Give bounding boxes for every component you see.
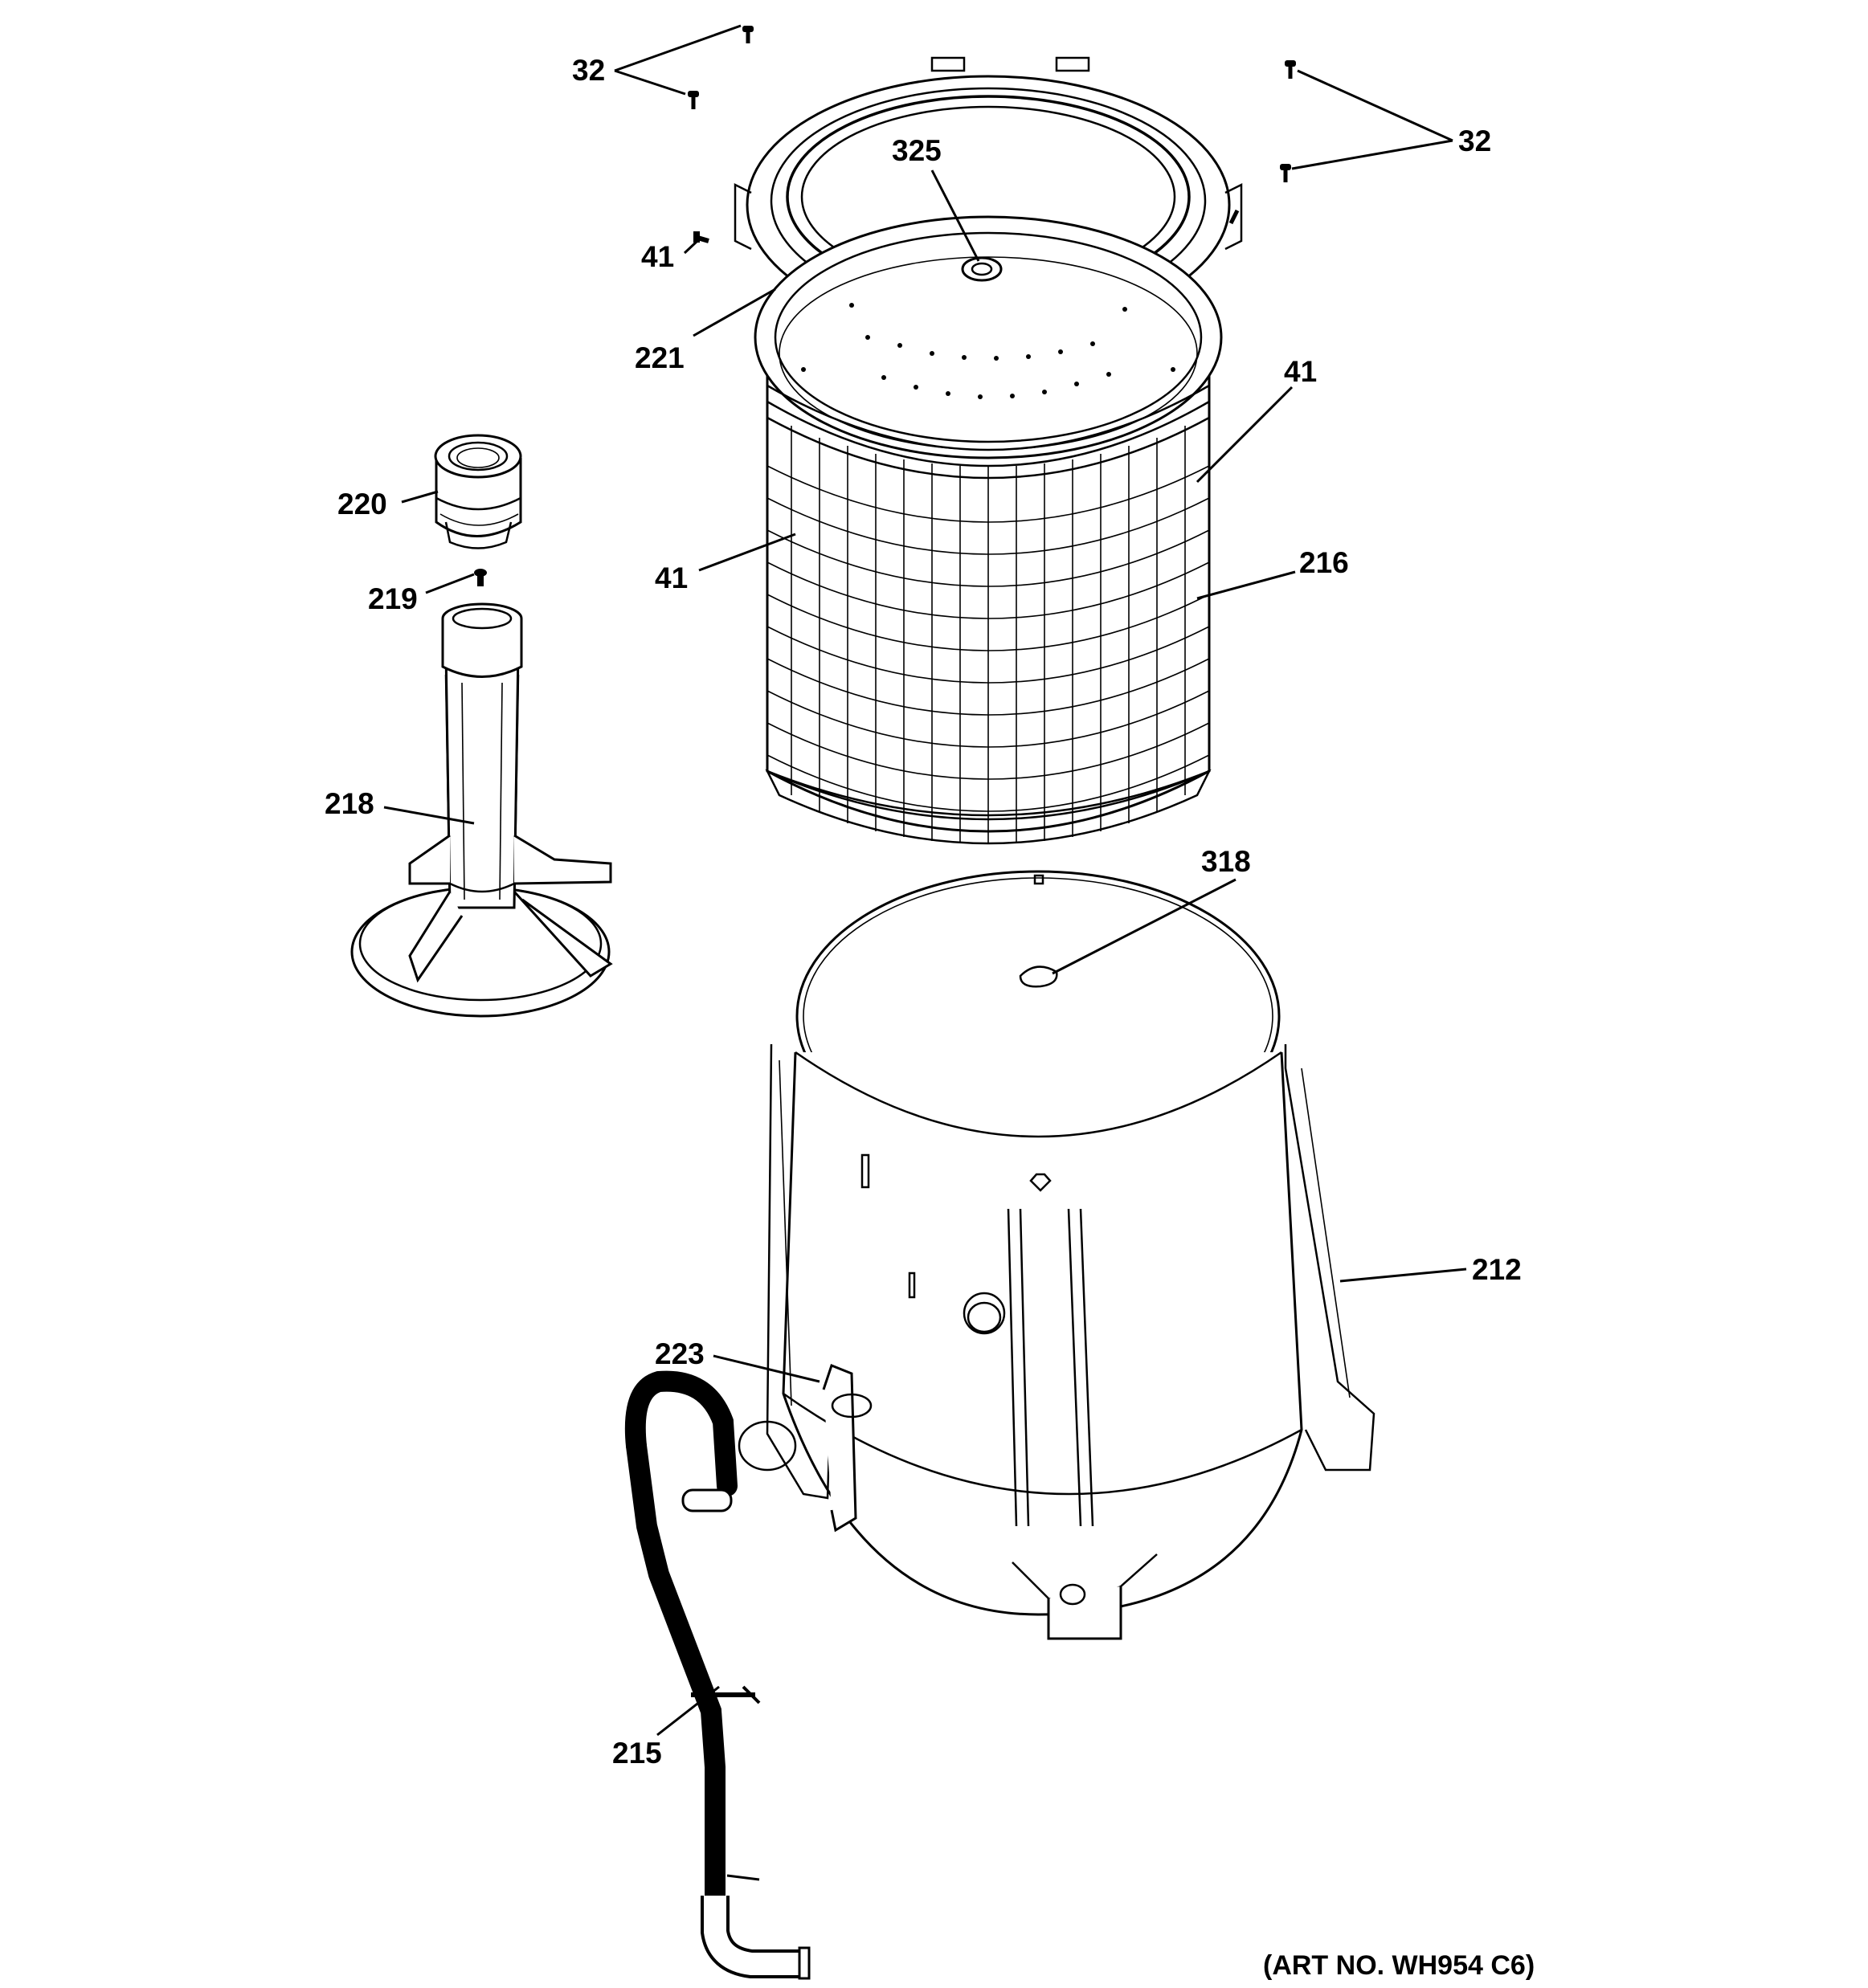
spin-basket-216 [754, 215, 1223, 845]
screw-32-top-left-b [688, 91, 699, 109]
label-218: 218 [325, 787, 374, 820]
label-32-right: 32 [1458, 125, 1491, 157]
agitator-218 [350, 602, 613, 1018]
leader-lines [383, 24, 1467, 1737]
label-220: 220 [337, 488, 387, 520]
label-212: 212 [1472, 1253, 1522, 1286]
screw-32-top-left-a [742, 26, 754, 43]
label-221: 221 [635, 341, 685, 374]
label-223: 223 [655, 1337, 705, 1370]
screw-32-top-right-b [1280, 164, 1291, 182]
screw-41-ring [693, 231, 709, 243]
agitator-cap-220 [434, 434, 522, 549]
label-318: 318 [1201, 845, 1251, 878]
outer-tub-212 [766, 1043, 1375, 1640]
label-32-left: 32 [572, 54, 605, 87]
label-41-right: 41 [1284, 355, 1317, 388]
drain-hose-215 [624, 1370, 811, 1980]
art-number: (ART NO. WH954 C6) [1263, 1950, 1535, 1981]
label-216: 216 [1299, 546, 1349, 579]
bolt-219 [474, 569, 487, 586]
screw-41-right-edge [1228, 209, 1240, 225]
label-219: 219 [368, 582, 418, 615]
label-215: 215 [612, 1737, 662, 1770]
label-41-ring: 41 [641, 240, 674, 273]
label-41-left: 41 [655, 561, 688, 594]
screw-32-top-right-a [1285, 60, 1296, 79]
label-325: 325 [892, 134, 942, 167]
